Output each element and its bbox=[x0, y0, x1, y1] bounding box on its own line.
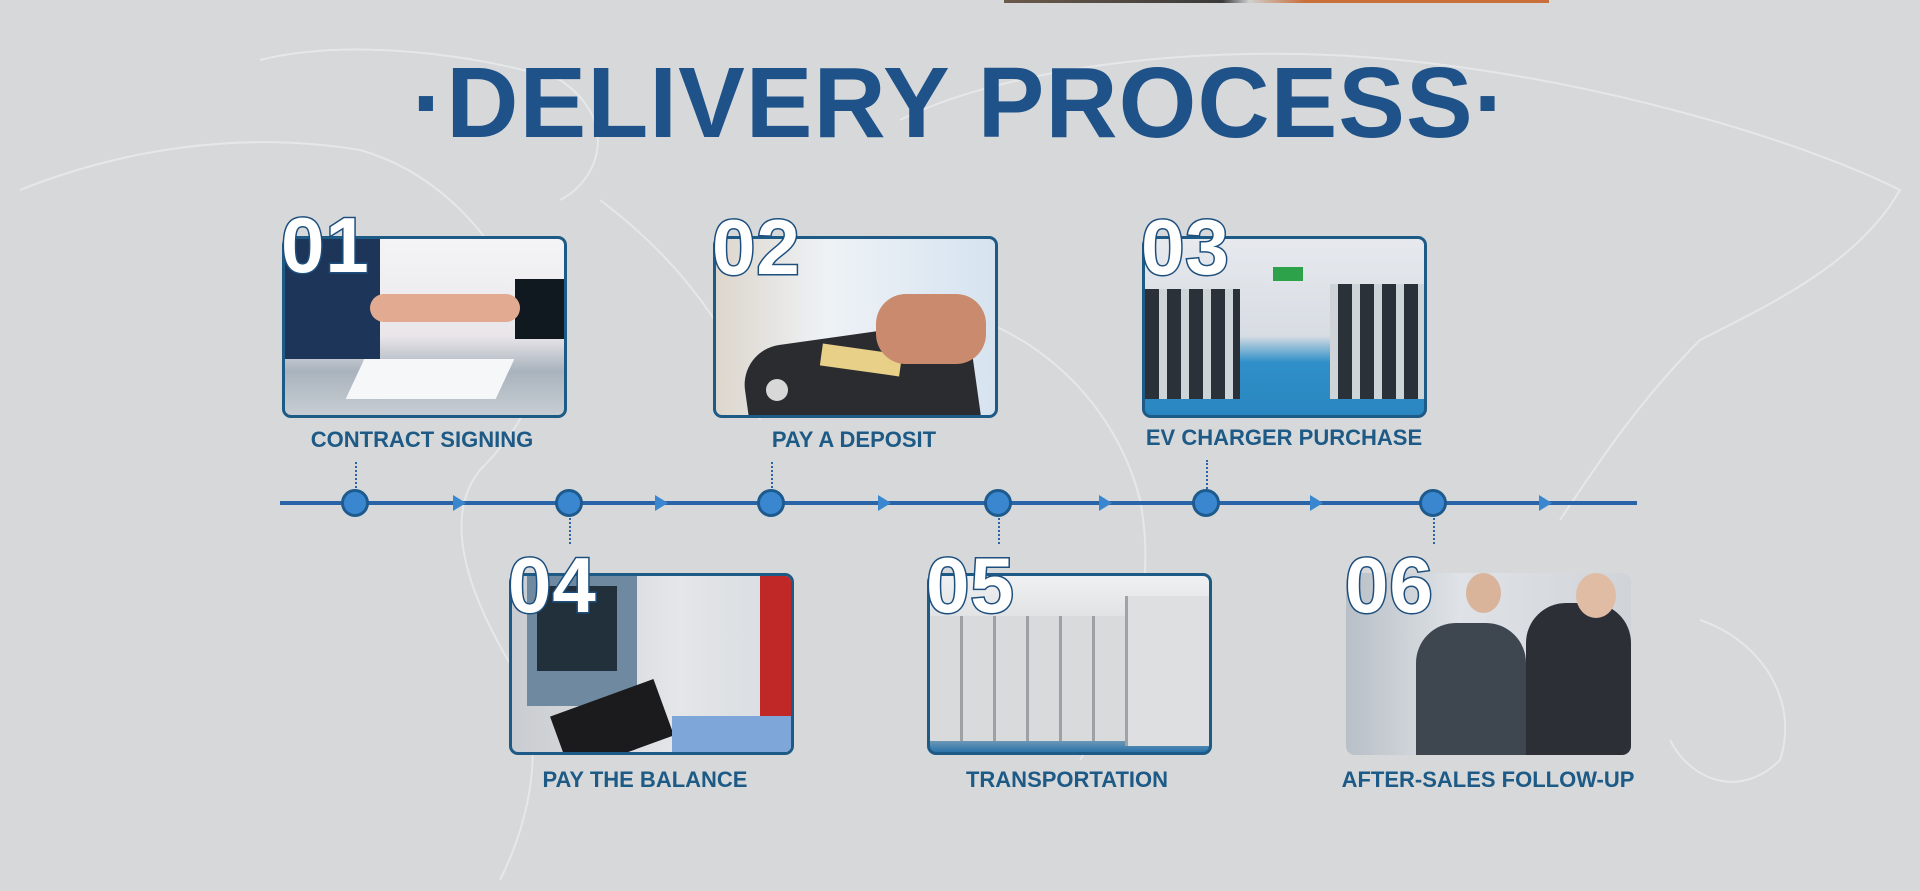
connector bbox=[1206, 460, 1208, 492]
arrow-right-icon bbox=[655, 495, 668, 511]
step-2-image bbox=[713, 236, 998, 418]
step-5-label: TRANSPORTATION bbox=[965, 767, 1169, 792]
step-1-image bbox=[282, 236, 567, 418]
arrow-right-icon bbox=[453, 495, 466, 511]
step-6-number: 06 bbox=[1344, 541, 1435, 629]
timeline-dot-3 bbox=[1192, 489, 1220, 517]
step-5-image bbox=[927, 573, 1212, 755]
timeline-dot-5 bbox=[984, 489, 1012, 517]
arrow-right-icon bbox=[1539, 495, 1552, 511]
step-3-image bbox=[1142, 236, 1427, 418]
connector bbox=[1433, 514, 1435, 544]
arrow-right-icon bbox=[1099, 495, 1112, 511]
step-5-number: 05 bbox=[925, 541, 1016, 629]
connector bbox=[569, 514, 571, 544]
timeline-line bbox=[280, 501, 1637, 505]
step-4-number: 04 bbox=[507, 541, 598, 629]
connector bbox=[355, 462, 357, 492]
step-3-label: EV CHARGER PURCHASE bbox=[1145, 425, 1423, 450]
step-1-number: 01 bbox=[280, 201, 371, 289]
step-3-number: 03 bbox=[1140, 203, 1231, 291]
timeline-dot-1 bbox=[341, 489, 369, 517]
top-image-strip bbox=[1004, 0, 1549, 3]
arrow-right-icon bbox=[1310, 495, 1323, 511]
connector bbox=[998, 514, 1000, 544]
step-1-label: CONTRACT SIGNING bbox=[310, 427, 534, 452]
connector bbox=[771, 462, 773, 492]
timeline-dot-6 bbox=[1419, 489, 1447, 517]
step-4-label: PAY THE BALANCE bbox=[542, 767, 748, 792]
arrow-right-icon bbox=[878, 495, 891, 511]
step-2-label: PAY A DEPOSIT bbox=[771, 427, 937, 452]
page-title: ·DELIVERY PROCESS· bbox=[412, 47, 1508, 159]
timeline-dot-2 bbox=[757, 489, 785, 517]
step-4-image bbox=[509, 573, 794, 755]
step-6-image bbox=[1346, 573, 1631, 755]
timeline-dot-4 bbox=[555, 489, 583, 517]
step-2-number: 02 bbox=[711, 203, 802, 291]
step-6-label: AFTER-SALES FOLLOW-UP bbox=[1341, 767, 1635, 792]
